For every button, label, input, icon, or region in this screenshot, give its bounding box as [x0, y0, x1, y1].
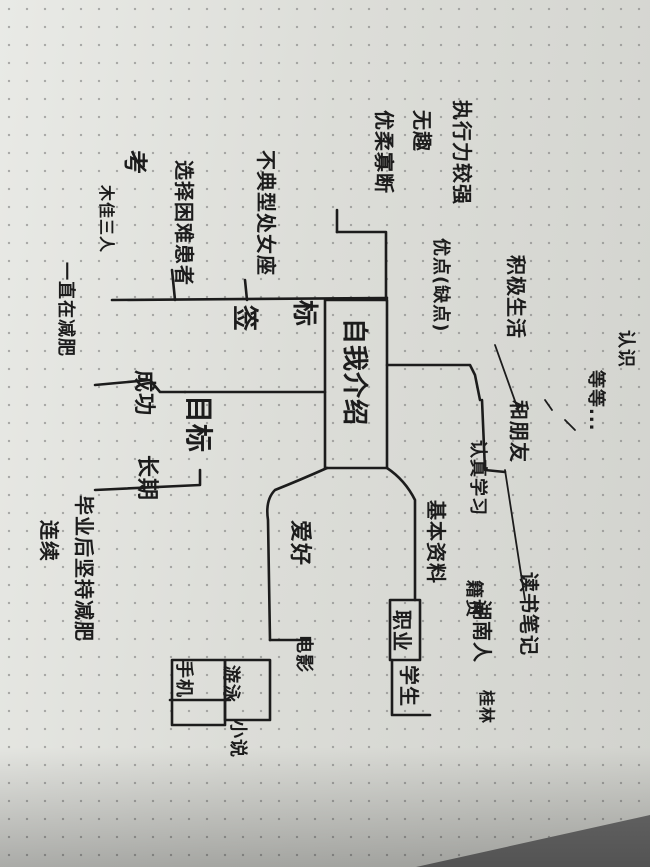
line-strength-tick2	[243, 278, 249, 302]
personality-c: 认真学习	[467, 440, 488, 516]
line-basic	[385, 466, 417, 602]
goals-a: 成功	[131, 370, 156, 417]
hobbies-m: 桂林	[477, 690, 496, 725]
hobbies-h: 手机	[173, 660, 194, 698]
branch-hobbies: 爱好	[287, 520, 312, 567]
personality-l: 等等...	[585, 370, 606, 432]
line-right-upper	[385, 363, 482, 402]
hobbies-i: 游泳	[220, 665, 241, 703]
strength-c: 优柔寡断	[372, 110, 396, 194]
hobbies-j: 小说	[227, 720, 248, 758]
branch-goals: 目标	[182, 395, 215, 454]
strength-f: 考	[121, 150, 149, 175]
strength-h: 一直在减肥	[55, 262, 76, 357]
hobbies-l: 籍贯	[463, 580, 484, 618]
center-box	[323, 298, 389, 470]
hobbies-a: 基本资料	[424, 500, 448, 584]
branch-mark2: 签	[229, 305, 259, 333]
line-long-term	[93, 468, 202, 492]
personality-k: 认识	[615, 330, 636, 368]
personality-d: 读书笔记	[517, 572, 541, 656]
line-right-2	[504, 469, 526, 601]
line-strengths-main	[110, 296, 389, 302]
line-student	[390, 658, 432, 717]
strength-b: 无趣	[410, 110, 434, 152]
branch-mark: 标	[289, 300, 319, 328]
line-hobbies	[266, 466, 329, 642]
line-strength-tick	[170, 268, 177, 302]
line-right-mid	[480, 398, 507, 474]
line-top-left	[335, 230, 388, 302]
goals-b: 长期	[134, 455, 159, 502]
hobbies-c: 学生	[397, 665, 421, 707]
strength-d: 不典型处女座	[254, 150, 278, 276]
goals-d: 毕业后坚持减肥	[72, 495, 96, 642]
line-right-1	[494, 344, 521, 416]
strength-g: 木佳三人	[97, 185, 116, 254]
personality-a: 积极生活	[504, 255, 528, 339]
strength-e: 选择困难患者	[172, 160, 196, 286]
hobbies-e: 电影	[293, 635, 314, 673]
box-job	[388, 598, 422, 662]
line-right-4	[564, 419, 576, 431]
hobbies-b: 职业	[390, 610, 414, 652]
center-label: 自我介绍	[339, 318, 369, 427]
personality-b: 和朋友	[507, 400, 531, 463]
box-hobby-1	[170, 658, 227, 727]
branch-strengths: 优点(缺点)	[430, 238, 451, 333]
strength-a: 执行力较强	[450, 100, 474, 205]
line-goals-left	[93, 378, 187, 394]
line-right-3	[544, 399, 553, 411]
goals-e: 连续	[37, 520, 61, 562]
